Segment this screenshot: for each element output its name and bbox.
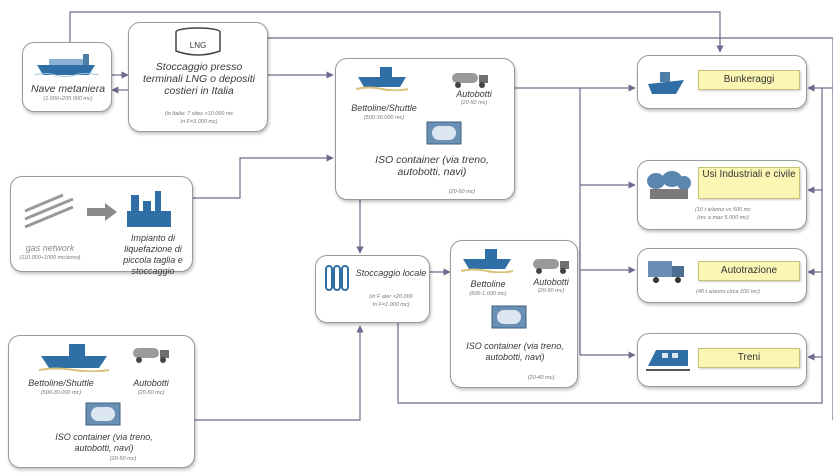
treni-label: Treni [698,348,800,368]
bettoline-bottom-iso-label: ISO container (via treno, autobotti, nav… [55,432,153,453]
bettoline-bottom-truck-label: Autobotti [133,378,169,388]
bunkeraggi-box: Bunkeraggi [637,55,807,109]
nave-sub: (1.000÷200.000 mc) [43,96,93,102]
treni-box: Treni [637,333,807,387]
bettoline-bottom-ship-label: Bettoline/Shuttle [28,378,94,388]
tanker-truck-icon [452,73,488,88]
stoccaggio-terminali-sub1: (in Italia: 7 sites >10.000 mc [164,111,234,117]
tanker-truck-icon [133,348,169,363]
bettoline-top-box: Bettoline/Shuttle (500-30.000 mc) Autobo… [335,58,515,200]
stoccaggio-terminali-sub2: In F=3.000 mc) [180,119,218,125]
bettoline-mid-ship-label: Bettoline [470,279,506,289]
truck-icon [648,261,684,283]
bettoline-bottom-truck-sub: (20-50 mc) [137,390,165,396]
train-icon [646,350,690,371]
industriali-sub2: (mc a max 5.000 mc) [697,215,749,221]
gas-network-label: gas network [25,243,75,253]
stoccaggio-locale-text: Stoccaggio locale [355,268,427,278]
autotrazione-box: Autotrazione (40 t a/anno circa 100 mc) [637,248,807,303]
iso-container-icon [491,305,527,329]
liquefaction-plant-icon [127,191,171,227]
bettoline-bottom-box: Bettoline/Shuttle (500-30.000 mc) Autobo… [8,335,195,468]
bettoline-top-ship-label: Bettoline/Shuttle [351,103,417,113]
bettoline-top-iso-sub: (20-50 mc) [448,189,476,195]
autotrazione-label: Autotrazione [698,261,800,281]
pipeline-icon [24,193,74,229]
bettoline-bottom-iso-sub: (20-50 mc) [109,456,137,462]
autotrazione-sub: (40 t a/anno circa 100 mc) [696,289,760,295]
bettoline-mid-truck-sub: (20-50 mc) [537,288,565,294]
iso-container-icon [426,121,462,145]
bettoline-mid-iso-label: ISO container (via treno, autobotti, nav… [466,341,564,362]
bettolina-ship-icon [39,344,109,372]
stoccaggio-locale-sub1: (in F ater <20.000 [369,294,413,300]
plant-to-bettoline-arrow [193,154,334,199]
iso-container-icon [85,402,121,426]
stoccaggio-locale-sub2: In F=1.000 mc) [372,302,410,308]
stoccaggio-terminali-box: LNG Stoccaggio presso terminali LNG o de… [128,22,268,132]
bettolina-ship-icon [356,67,408,91]
bottom-to-local-arrow [195,325,364,421]
gas-network-sub: (110.000÷1000 mc/anno) [19,255,81,261]
industriali-label: Usi Industriali e civile [698,167,800,199]
gas-network-box: gas network (110.000÷1000 mc/anno) Impia… [10,176,193,276]
industrial-plant-icon [647,171,691,199]
ship-icon [648,72,684,94]
bettoline-mid-box: Bettoline (500-1.000 mc) Autobotti (20-5… [450,240,578,388]
stoccaggio-locale-box: Stoccaggio locale (in F ater <20.000 In … [315,255,430,323]
nave-metaniera-box: Nave metaniera (1.000÷200.000 mc) [22,42,112,112]
cylinder-tanks-icon [325,265,349,291]
bunkeraggi-label: Bunkeraggi [698,70,800,90]
industriali-box: Usi Industriali e civile (10 t a/anno vs… [637,160,807,230]
bottom-return-line [397,88,823,404]
lng-tank-icon: LNG [175,27,221,56]
bettolina-ship-icon [461,249,513,273]
nave-title: Nave metaniera [30,83,106,95]
tanker-truck-icon [533,259,569,274]
bettoline-top-truck-label: Autobotti [456,89,492,99]
bettoline-mid-truck-label: Autobotti [533,277,569,287]
industriali-sub1: (10 t a/anno vs 500 mc [695,207,751,213]
lng-carrier-icon [35,54,99,77]
bettoline-mid-ship-sub: (500-1.000 mc) [469,291,507,297]
bettoline-top-truck-sub: (20-50 mc) [460,100,488,106]
stoccaggio-terminali-text: Stoccaggio presso terminali LNG o deposi… [142,61,256,97]
bettoline-mid-iso-sub: (20-40 mc) [527,375,555,381]
plant-label: Impianto di liquefazione di piccola tagl… [123,233,183,276]
bettoline-top-iso-label: ISO container (via treno, autobotti, nav… [375,154,489,178]
bettoline-bottom-ship-sub: (500-30.000 mc) [40,390,82,396]
lng-tank-text: LNG [190,41,206,50]
top-feed-line [69,11,724,53]
arrow-right-icon [87,203,117,221]
bettoline-top-ship-sub: (500-30.000 mc) [363,115,405,121]
